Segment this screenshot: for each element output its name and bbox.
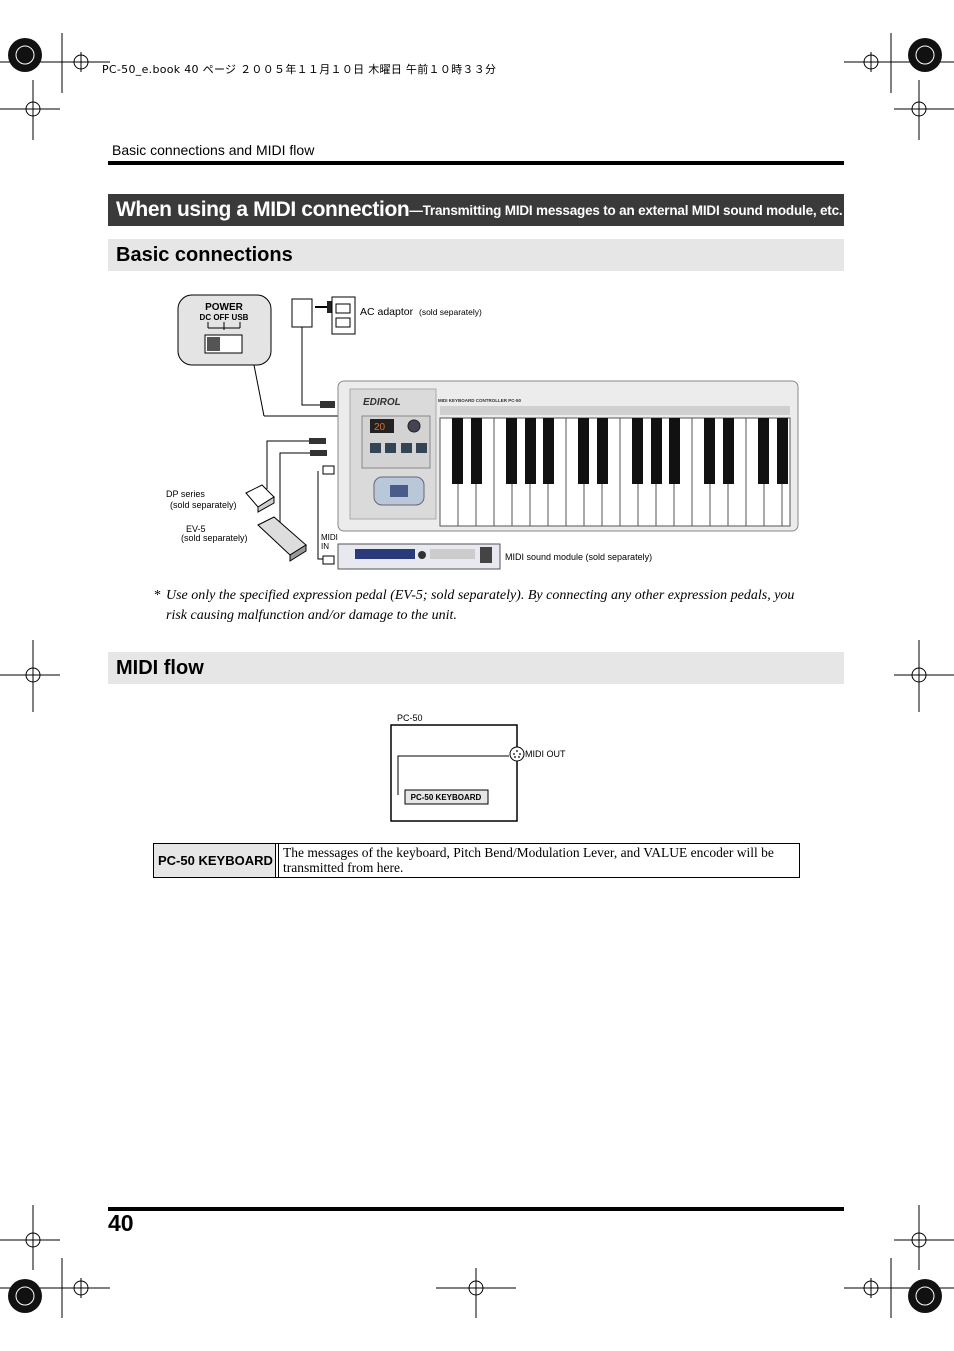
table-description-cell: The messages of the keyboard, Pitch Bend…	[283, 845, 774, 875]
power-positions: DC OFF USB	[200, 313, 249, 322]
note-text: Use only the specified expression pedal …	[166, 588, 795, 623]
title-main: When using a MIDI connection	[116, 198, 410, 221]
keyboard-keys	[439, 417, 791, 527]
midi-flow-diagram: PC-50 MIDI OUT PC-50 KEYBOARD	[390, 713, 566, 822]
ev5-note: (sold separately)	[181, 533, 248, 543]
svg-text:MIDI KEYBOARD CONTROLLER PC-50: MIDI KEYBOARD CONTROLLER PC-50	[438, 398, 522, 403]
section-heading-midi-flow: MIDI flow	[108, 652, 844, 684]
dp-series-note: (sold separately)	[170, 500, 237, 510]
header-rule	[108, 161, 844, 165]
source-box	[404, 789, 489, 805]
dp-pedal-icon	[245, 484, 275, 513]
led-value: 20	[374, 422, 386, 433]
wall-outlet-icon	[331, 296, 356, 335]
print-header: PC-50_e.book 40 ページ ２００５年１１月１０日 木曜日 午前１０…	[102, 63, 497, 76]
footer-rule	[108, 1207, 844, 1211]
midi-out-port-icon	[509, 746, 525, 762]
sound-module-icon	[337, 543, 501, 570]
note-marker: *	[154, 588, 161, 603]
section-heading-basic-connections: Basic connections	[108, 239, 844, 271]
ac-adaptor-icon	[291, 298, 313, 328]
ac-adaptor-note: (sold separately)	[419, 307, 482, 317]
device-box	[390, 724, 518, 822]
device-label: PC-50	[397, 713, 423, 723]
title-sub: —Transmitting MIDI messages to an extern…	[409, 202, 843, 218]
caution-note: * Use only the specified expression peda…	[154, 586, 814, 626]
value-knob-icon	[407, 419, 421, 433]
page-number: 40	[108, 1210, 134, 1236]
connection-diagram: POWER DC OFF USB AC adaptor (sold separa…	[166, 294, 799, 570]
ev5-label: EV-5	[186, 524, 206, 534]
midi-in-label-1: MIDI	[321, 533, 338, 542]
source-description-table: PC-50 KEYBOARD The messages of the keybo…	[153, 843, 800, 878]
sound-module-label: MIDI sound module (sold separately)	[505, 552, 652, 562]
led-display	[370, 419, 394, 433]
ev5-pedal-icon	[257, 516, 307, 562]
table-header-cell: PC-50 KEYBOARD	[154, 844, 276, 877]
dp-series-label: DP series	[166, 489, 205, 499]
ac-adaptor-label: AC adaptor	[360, 306, 414, 318]
source-label: PC-50 KEYBOARD	[411, 793, 482, 802]
midi-in-label-2: IN	[321, 542, 329, 551]
power-label: POWER	[205, 302, 244, 313]
running-head: Basic connections and MIDI flow	[112, 142, 315, 158]
brand-logo: EDIROL	[363, 397, 401, 408]
chapter-title-bar: When using a MIDI connection —Transmitti…	[108, 194, 844, 226]
midi-out-label: MIDI OUT	[525, 749, 566, 759]
